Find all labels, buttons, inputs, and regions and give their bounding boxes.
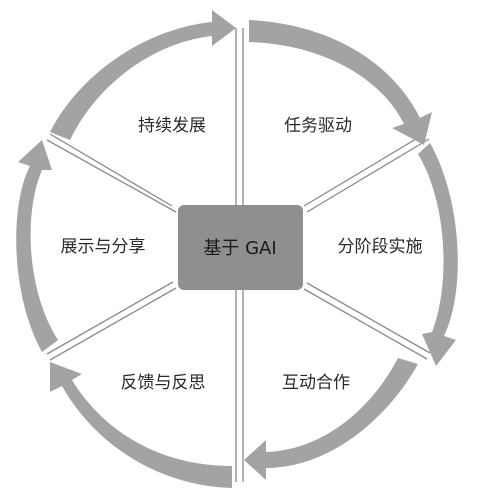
spoke-upper-left-b	[46, 139, 177, 213]
spoke-lower-right-b	[303, 288, 428, 360]
spoke-upper-left-a	[49, 133, 173, 207]
center-box	[178, 205, 303, 290]
spoke-lower-left-b	[49, 287, 177, 361]
segment-label-display-sharing: 展示与分享	[61, 237, 146, 257]
arrow-bottom-right	[244, 358, 418, 480]
segment-label-sustainable-development: 持续发展	[138, 116, 206, 136]
spoke-lower-right-a	[306, 282, 431, 354]
spokes	[46, 28, 431, 482]
segment-label-phased-implementation: 分阶段实施	[338, 237, 423, 257]
arrow-right	[418, 143, 458, 366]
arrow-top-left	[50, 10, 236, 140]
segment-label-feedback-reflection: 反馈与反思	[121, 373, 206, 393]
segment-label-interactive-cooperation: 互动合作	[282, 373, 350, 393]
arrow-top-right	[249, 20, 432, 145]
center-label: 基于 GAI	[203, 238, 276, 259]
spoke-upper-right-b	[306, 138, 430, 213]
cycle-arrows	[16, 10, 458, 488]
arrow-bottom-left	[50, 362, 232, 488]
segment-label-task-driven: 任务驱动	[284, 116, 352, 136]
spoke-upper-right-a	[303, 132, 427, 207]
spoke-lower-left-a	[46, 281, 174, 355]
arrow-left	[16, 140, 58, 352]
